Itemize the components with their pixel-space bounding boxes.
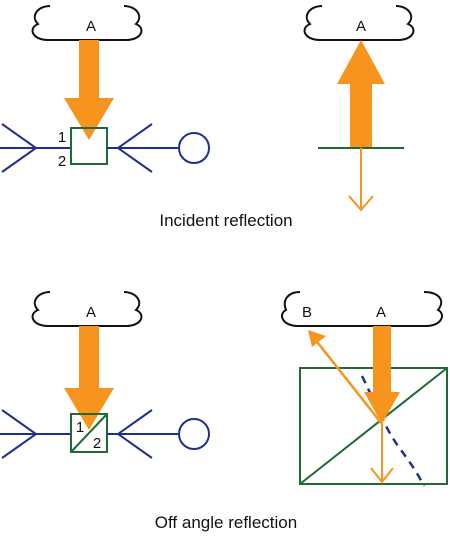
incident-arrow-bottom-right bbox=[364, 326, 400, 424]
right-connector-fork-bottom bbox=[116, 409, 153, 459]
reflected-arrow-to-b bbox=[313, 337, 383, 425]
incident-arrow-top-left bbox=[64, 40, 114, 140]
face-2-label-bottom: 2 bbox=[93, 435, 101, 452]
interface-diagonal bbox=[299, 367, 448, 485]
face-1-label-bottom: 1 bbox=[76, 419, 84, 436]
right-connector-fork bbox=[116, 123, 153, 173]
device-diagonal-bottom bbox=[70, 413, 108, 453]
source-a-top-left-label: A bbox=[86, 18, 96, 35]
face-1-label-top: 1 bbox=[58, 129, 66, 146]
device-square-top bbox=[70, 127, 108, 165]
source-a-bottom-right-label: A bbox=[376, 304, 386, 321]
source-a-top-right-shape bbox=[303, 5, 415, 41]
reflected-arrow-top-right bbox=[337, 40, 385, 148]
top-right-panel: A bbox=[303, 5, 415, 212]
right-connector-circle-bottom bbox=[178, 418, 210, 450]
transmitted-arrowhead-bottom-right bbox=[370, 467, 394, 484]
source-a-bottom-left-label: A bbox=[86, 304, 96, 321]
right-connector-circle bbox=[178, 132, 210, 164]
incident-arrow-bottom-left bbox=[64, 326, 114, 430]
caption-incident-reflection: Incident reflection bbox=[159, 211, 292, 230]
bottom-left-panel: A 1 2 bbox=[0, 291, 210, 459]
source-a-top-right-label: A bbox=[356, 18, 366, 35]
face-2-label-top: 2 bbox=[58, 153, 66, 170]
left-connector-fork bbox=[1, 123, 38, 173]
source-b-label: B bbox=[302, 304, 312, 321]
left-connector-fork-bottom bbox=[1, 409, 38, 459]
bottom-right-panel: B A bbox=[281, 291, 448, 487]
source-ab-bottom-right-shape bbox=[281, 291, 443, 327]
top-left-panel: A 1 2 bbox=[0, 5, 210, 173]
caption-off-angle-reflection: Off angle reflection bbox=[155, 513, 297, 532]
reflected-arrowhead-to-b bbox=[308, 330, 326, 347]
transmitted-arrowhead-top-right bbox=[348, 195, 374, 212]
dashed-refraction-curve bbox=[360, 375, 426, 487]
